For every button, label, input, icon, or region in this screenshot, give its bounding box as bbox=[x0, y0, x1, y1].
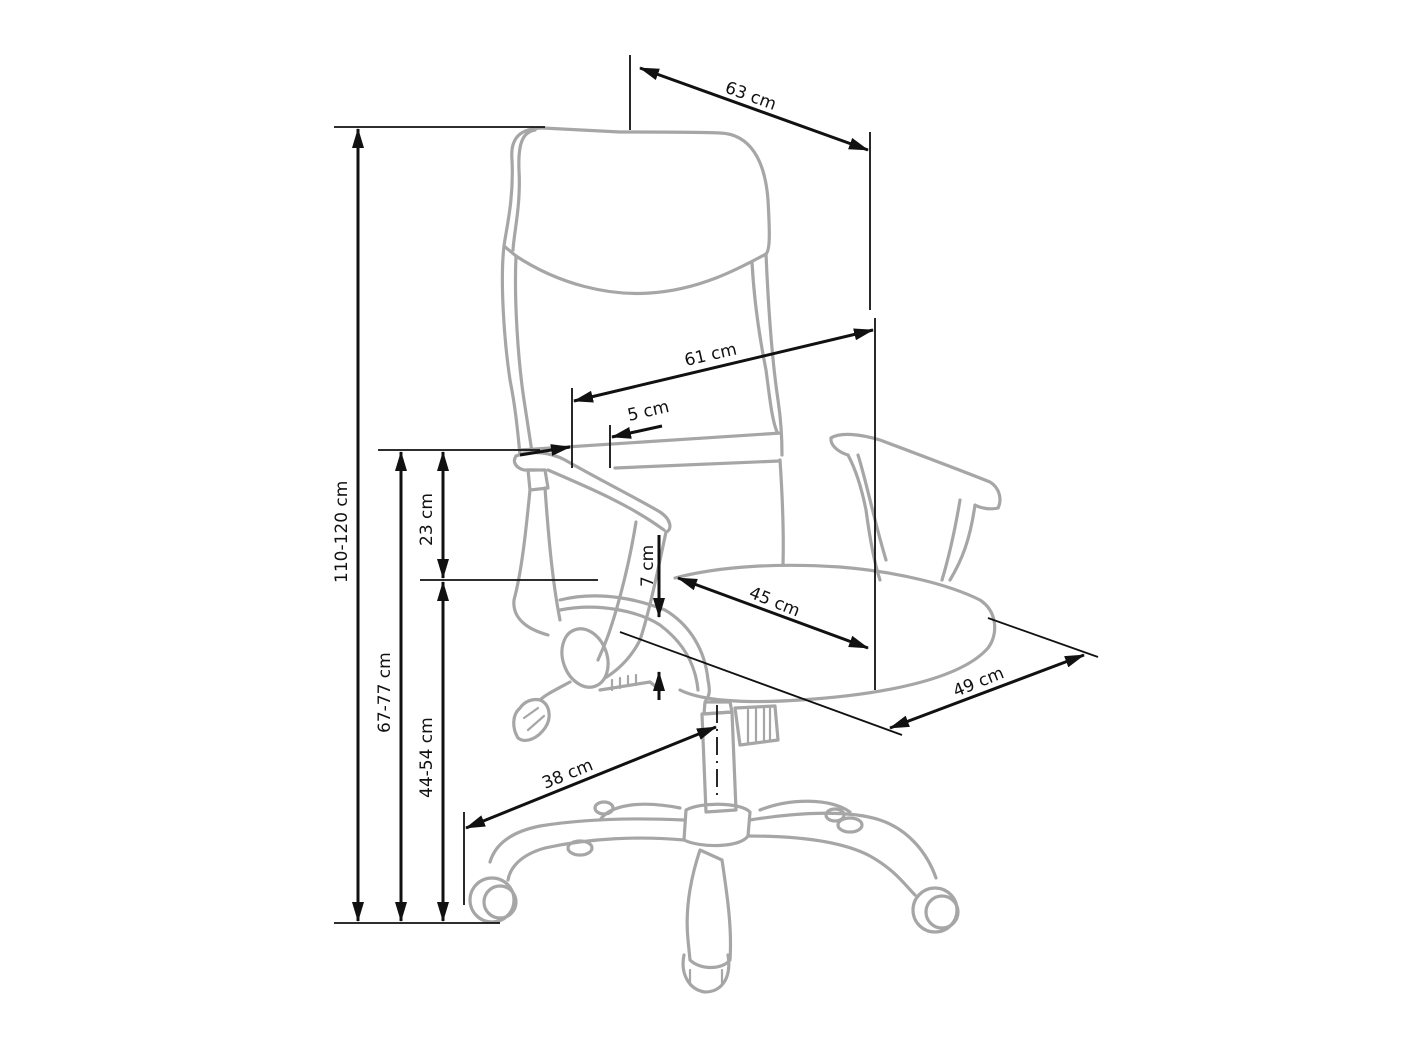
label-total-height: 110-120 cm bbox=[332, 481, 352, 583]
dim-seat-width bbox=[889, 653, 1085, 730]
label-seat-depth: 45 cm bbox=[746, 583, 803, 621]
label-armrest-height: 67-77 cm bbox=[375, 652, 395, 733]
label-armrest-width: 5 cm bbox=[626, 397, 672, 426]
label-backrest-width: 61 cm bbox=[683, 339, 739, 370]
right-armrest bbox=[829, 432, 1002, 582]
five-star-base bbox=[468, 799, 960, 994]
dim-base-radius bbox=[465, 725, 717, 830]
dim-overall-width bbox=[639, 66, 869, 152]
dim-seat-depth bbox=[677, 576, 869, 650]
gas-lift bbox=[700, 700, 780, 814]
label-armrest-above-seat: 23 cm bbox=[417, 493, 437, 546]
dim-backrest-width bbox=[573, 328, 874, 403]
caster-left bbox=[468, 876, 516, 924]
dim-armrest-width bbox=[611, 424, 663, 439]
dimension-lines bbox=[334, 55, 1099, 924]
left-armrest bbox=[512, 450, 672, 680]
label-seat-thickness: 7 cm bbox=[638, 545, 658, 587]
headrest bbox=[502, 126, 771, 296]
caster-front bbox=[681, 953, 731, 994]
dimension-labels: 63 cm 61 cm 5 cm 110-120 cm 67-77 cm 23 … bbox=[332, 78, 1007, 798]
chair-illustration bbox=[468, 126, 1002, 994]
tilt-mechanism bbox=[512, 627, 662, 742]
label-seat-height: 44-54 cm bbox=[417, 717, 437, 798]
